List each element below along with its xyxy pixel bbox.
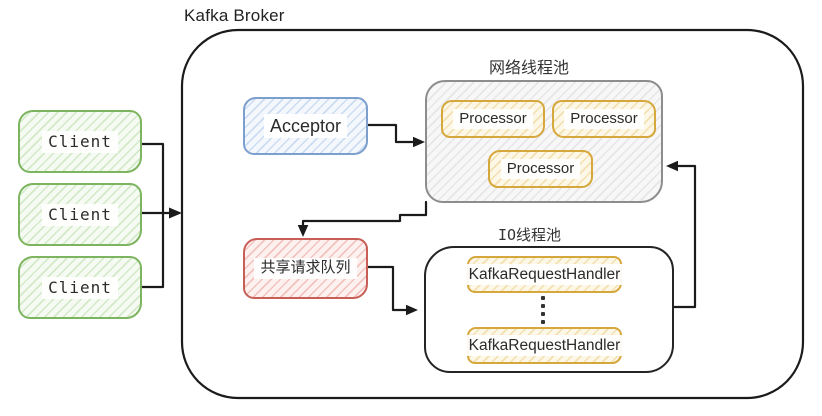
client-label: Client: [42, 276, 118, 299]
client-label: Client: [42, 203, 118, 226]
diagram-title: Kafka Broker: [184, 6, 285, 25]
acceptor-to-networkpool-line: [366, 123, 416, 144]
client-box-3: Client: [18, 256, 142, 319]
processor-label: Processor: [453, 108, 533, 130]
clients-to-broker-arrowhead: [169, 207, 182, 219]
processor-label: Processor: [564, 108, 644, 130]
kafka-request-handler-label: KafkaRequestHandler: [466, 263, 623, 286]
processor-box-1: Processor: [441, 100, 545, 138]
acceptor-box: Acceptor: [243, 97, 368, 155]
networkpool-to-queue-arrowhead: [297, 225, 309, 237]
broker-boundary: [180, 28, 805, 400]
network-pool-label: 网络线程池: [489, 60, 570, 77]
queue-to-iopool-line: [364, 265, 409, 312]
iopool-to-networkpool-line: [672, 164, 697, 309]
queue-to-iopool-arrowhead: [406, 304, 418, 316]
shared-request-queue-label: 共享请求队列: [254, 258, 357, 279]
client-label: Client: [42, 130, 118, 153]
client-box-2: Client: [18, 183, 142, 246]
io-pool-label: IO线程池: [498, 226, 562, 244]
iopool-to-networkpool-arrowhead: [666, 160, 678, 172]
client1-client3-link: [138, 142, 165, 289]
kafka-request-handler-box-2: KafkaRequestHandler: [466, 327, 623, 364]
kafka-request-handler-box-1: KafkaRequestHandler: [466, 256, 623, 293]
ellipsis-dots-icon: [541, 296, 546, 328]
processor-label: Processor: [500, 158, 581, 180]
acceptor-label: Acceptor: [263, 113, 348, 139]
processor-box-3: Processor: [488, 150, 593, 188]
acceptor-to-networkpool-arrowhead: [413, 136, 425, 148]
kafka-request-handler-label: KafkaRequestHandler: [466, 334, 623, 357]
client-box-1: Client: [18, 110, 142, 173]
networkpool-to-queue-line: [301, 200, 428, 229]
processor-box-2: Processor: [552, 100, 656, 138]
shared-request-queue-box: 共享请求队列: [243, 238, 368, 299]
